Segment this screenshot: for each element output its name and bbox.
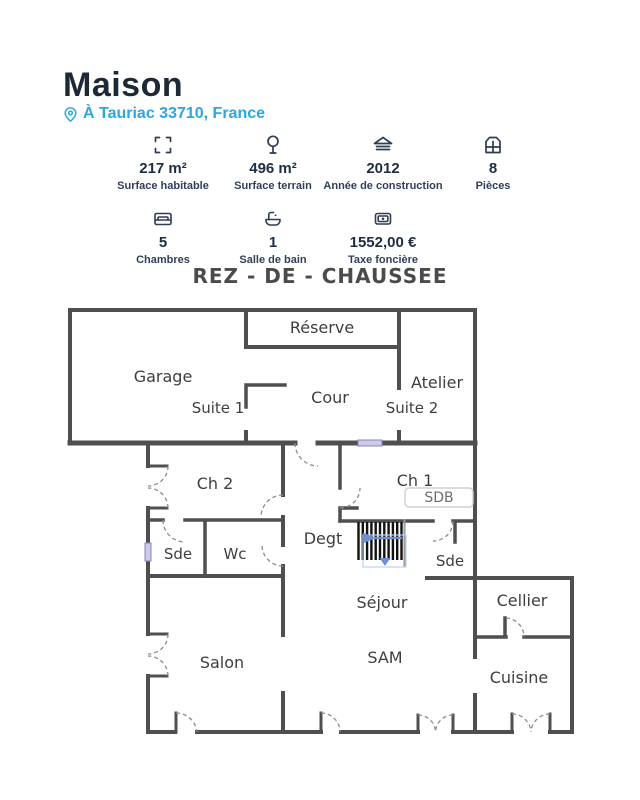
bed-icon <box>151 205 175 232</box>
door-arcs <box>147 442 551 733</box>
stat-label: Surface habitable <box>117 180 209 192</box>
area-icon <box>151 131 175 158</box>
stat-annee-construction: 2012 Année de construction <box>323 131 443 192</box>
construction-year-icon <box>371 131 395 158</box>
stat-label: Pièces <box>475 180 511 192</box>
stat-taxe-fonciere: 1552,00 € Taxe foncière <box>328 205 438 266</box>
stat-value: 217 m² <box>139 160 187 177</box>
stat-label: Chambres <box>136 254 190 266</box>
window-icon <box>144 542 152 562</box>
tree-icon <box>261 131 285 158</box>
room-labels: Réserve Garage Atelier Cour Suite 1 Suit… <box>134 318 549 687</box>
window-icon <box>357 439 383 447</box>
stat-surface-habitable: 217 m² Surface habitable <box>108 131 218 192</box>
room-label-reserve: Réserve <box>290 318 354 337</box>
stat-pieces: 8 Pièces <box>438 131 548 192</box>
room-label-degt: Degt <box>304 529 343 548</box>
room-label-garage: Garage <box>134 367 193 386</box>
stairs <box>357 519 407 568</box>
room-label-salon: Salon <box>200 653 244 672</box>
stat-label: Année de construction <box>323 180 443 192</box>
stat-surface-terrain: 496 m² Surface terrain <box>218 131 328 192</box>
property-stats: 217 m² Surface habitable 496 m² Surface … <box>108 131 548 266</box>
stat-label: Surface terrain <box>234 180 312 192</box>
room-label-ch1: Ch 1 <box>397 471 434 490</box>
stat-label: Taxe foncière <box>347 254 419 266</box>
room-label-sde1: Sde <box>164 545 192 563</box>
room-label-atelier: Atelier <box>411 373 464 392</box>
stat-value: 1 <box>268 234 278 251</box>
stairs-landing-outline <box>362 534 407 568</box>
location-text: À Tauriac 33710, France <box>83 105 266 122</box>
page-title: Maison <box>63 66 184 104</box>
location: À Tauriac 33710, France <box>62 105 265 123</box>
stairs-direction-arrow <box>363 532 402 566</box>
floorplan: SDB Réserve Garage Atelier Cour Suite 1 … <box>0 300 640 765</box>
room-label-wc: Wc <box>223 545 246 563</box>
floorplan-walls <box>67 308 574 734</box>
stat-value: 2012 <box>366 160 400 177</box>
stat-value: 1552,00 € <box>349 234 417 251</box>
stat-label: Salle de bain <box>239 254 307 266</box>
stat-value: 496 m² <box>249 160 297 177</box>
room-label-sdb: SDB <box>424 490 453 506</box>
bath-icon <box>261 205 285 232</box>
window-markers <box>144 439 383 562</box>
room-label-cour: Cour <box>311 388 349 407</box>
stat-value: 8 <box>488 160 498 177</box>
stat-chambres: 5 Chambres <box>108 205 218 266</box>
floorplan-title: REZ - DE - CHAUSSEE <box>192 264 448 288</box>
room-label-sde2: Sde <box>436 552 464 570</box>
sdb-tag: SDB <box>404 487 474 508</box>
money-icon <box>371 205 395 232</box>
rooms-icon <box>481 131 505 158</box>
stat-value: 5 <box>158 234 168 251</box>
room-label-suite2: Suite 2 <box>386 399 439 417</box>
room-label-sam: SAM <box>367 648 402 667</box>
stat-salle-de-bain: 1 Salle de bain <box>218 205 328 266</box>
room-label-cuisine: Cuisine <box>490 668 549 687</box>
room-label-suite1: Suite 1 <box>192 399 245 417</box>
room-label-ch2: Ch 2 <box>197 474 234 493</box>
room-label-sejour: Séjour <box>357 593 408 612</box>
room-label-cellier: Cellier <box>497 591 548 610</box>
map-pin-icon <box>62 106 79 123</box>
